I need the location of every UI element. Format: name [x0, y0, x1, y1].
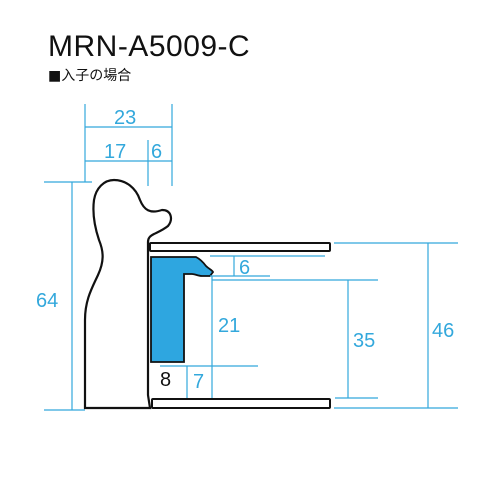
dim-label-8: 8 [160, 369, 171, 391]
right-internal-dimensions: 6 21 8 7 35 46 [160, 242, 458, 409]
insert-profile [150, 256, 215, 363]
moulding-outline [83, 178, 173, 410]
bottom-slot [151, 398, 331, 409]
left-dimension: 64 [36, 181, 92, 411]
dim-label-6-top: 6 [151, 141, 162, 163]
top-slot [149, 242, 331, 252]
dim-label-6-right: 6 [239, 257, 250, 279]
dim-label-64: 64 [36, 290, 58, 312]
dim-label-17: 17 [104, 141, 126, 163]
dim-label-21: 21 [218, 315, 240, 337]
page-subtitle: ■入子の場合 [48, 68, 131, 84]
dim-label-23: 23 [114, 107, 136, 129]
dim-label-7: 7 [193, 371, 204, 393]
dim-label-46: 46 [432, 320, 454, 342]
top-dimensions: 23 17 6 [84, 104, 173, 186]
page-title: MRN-A5009-C [48, 30, 250, 63]
dim-label-35: 35 [353, 330, 375, 352]
